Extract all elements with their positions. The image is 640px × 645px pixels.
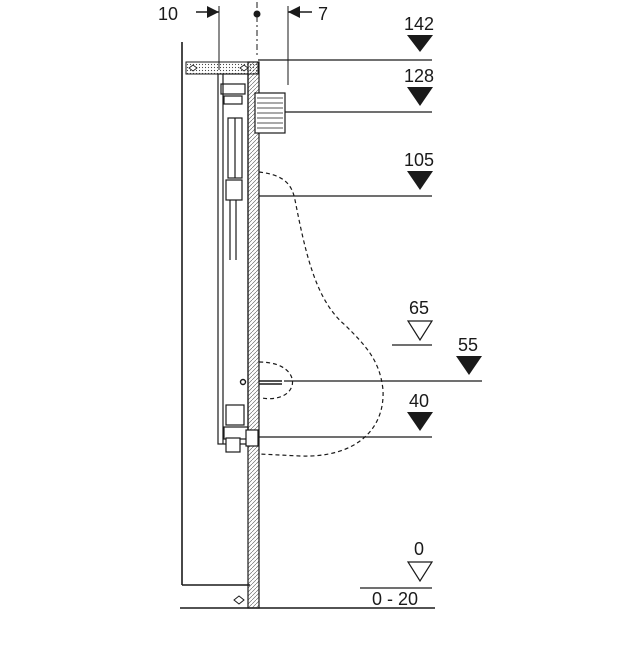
level-marker-40: 40 [407,391,433,431]
urinal-outline [258,171,384,457]
floor-anchor-icon [233,595,245,605]
level-label-128: 128 [404,66,434,86]
dimension-guides [218,2,289,85]
wall-outline [181,42,250,586]
wall-panel [247,61,260,609]
level-marker-65: 65 [406,298,434,342]
installation-frame [217,73,249,445]
outlet-connector [225,429,259,453]
inlet-stub [239,378,282,386]
level-label-55: 55 [458,335,478,355]
level-label-142: 142 [404,14,434,34]
level-marker-105: 105 [404,150,434,190]
level-marker-128: 128 [404,66,434,106]
level-marker-0: 0 [406,539,434,583]
level-lines [258,59,482,589]
level-label-0: 0 [414,539,424,559]
dimension-marker-left: 10 [158,4,219,24]
level-label-65: 65 [409,298,429,318]
dimension-label-left: 10 [158,4,178,24]
dimension-label-right: 7 [318,4,328,24]
top-cap [185,61,259,75]
floor-range-label: 0 - 20 [372,589,418,609]
dimension-marker-right: 7 [288,4,328,24]
level-label-105: 105 [404,150,434,170]
level-marker-142: 142 [404,14,434,52]
level-label-40: 40 [409,391,429,411]
level-marker-55: 55 [456,335,482,375]
flush-plate-block [254,92,286,134]
